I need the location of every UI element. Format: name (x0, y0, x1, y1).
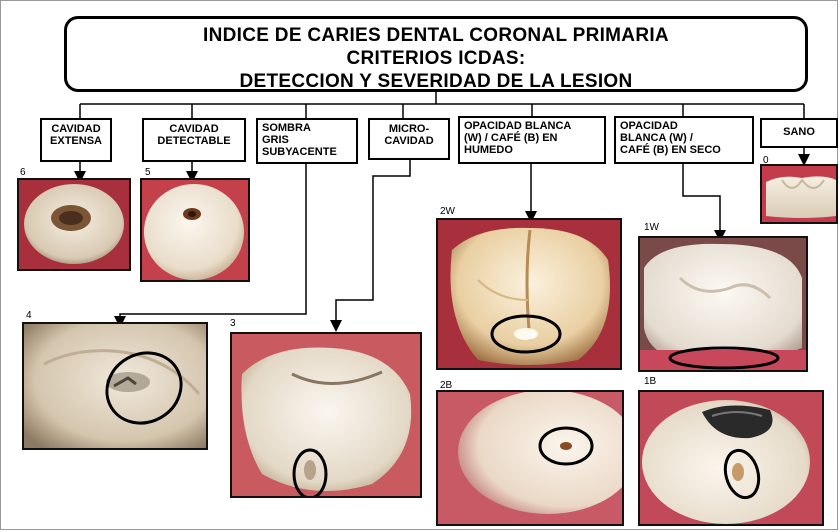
arrow-1w (683, 164, 720, 236)
photo-code-1b (638, 390, 824, 526)
photo-code-5 (140, 178, 250, 282)
photo-code-6 (17, 178, 131, 271)
category-label: OPACIDAD (620, 120, 748, 132)
code-4: 4 (26, 310, 32, 321)
category-label: SANO (766, 126, 832, 138)
category-label: GRIS (262, 134, 352, 146)
category-opacidad-seco: OPACIDAD BLANCA (W) / CAFÉ (B) EN SECO (614, 116, 754, 164)
code-3: 3 (230, 318, 236, 329)
photo-code-1w (638, 236, 808, 372)
category-opacidad-humedo: OPACIDAD BLANCA (W) / CAFÉ (B) EN HUMEDO (458, 116, 606, 164)
category-label: DETECTABLE (148, 135, 240, 147)
category-label: BLANCA (W) / (620, 132, 748, 144)
category-cavidad-detectable: CAVIDAD DETECTABLE (142, 118, 246, 162)
photo-code-3 (230, 332, 422, 498)
title-box: INDICE DE CARIES DENTAL CORONAL PRIMARIA… (64, 16, 808, 92)
title-line-2: CRITERIOS ICDAS: (67, 47, 805, 70)
photo-code-2w (436, 218, 622, 370)
code-2w: 2W (440, 206, 455, 217)
code-1b: 1B (644, 376, 656, 387)
category-cavidad-extensa: CAVIDAD EXTENSA (40, 118, 112, 162)
category-label: SUBYACENTE (262, 146, 352, 158)
arrow-3 (336, 160, 410, 326)
photo-code-2b (436, 390, 624, 526)
category-label: MICRO- (374, 123, 444, 135)
category-label: CAVIDAD (46, 123, 106, 135)
code-1w: 1W (644, 222, 659, 233)
code-5: 5 (145, 167, 151, 178)
category-label: EXTENSA (46, 135, 106, 147)
photo-code-0 (760, 164, 838, 224)
category-label: OPACIDAD BLANCA (464, 120, 600, 132)
category-sombra-gris: SOMBRA GRIS SUBYACENTE (256, 118, 358, 164)
title-line-1: INDICE DE CARIES DENTAL CORONAL PRIMARIA (67, 24, 805, 47)
category-label: HUMEDO (464, 144, 600, 156)
category-label: CAFÉ (B) EN SECO (620, 144, 748, 156)
code-6: 6 (20, 167, 26, 178)
title-line-3: DETECCION Y SEVERIDAD DE LA LESION (67, 70, 805, 93)
category-sano: SANO (760, 118, 838, 148)
category-label: CAVIDAD (148, 123, 240, 135)
category-label: SOMBRA (262, 122, 352, 134)
photo-code-4 (22, 322, 208, 450)
category-label: (W) / CAFÉ (B) EN (464, 132, 600, 144)
category-label: CAVIDAD (374, 135, 444, 147)
category-micro-cavidad: MICRO- CAVIDAD (368, 118, 450, 160)
